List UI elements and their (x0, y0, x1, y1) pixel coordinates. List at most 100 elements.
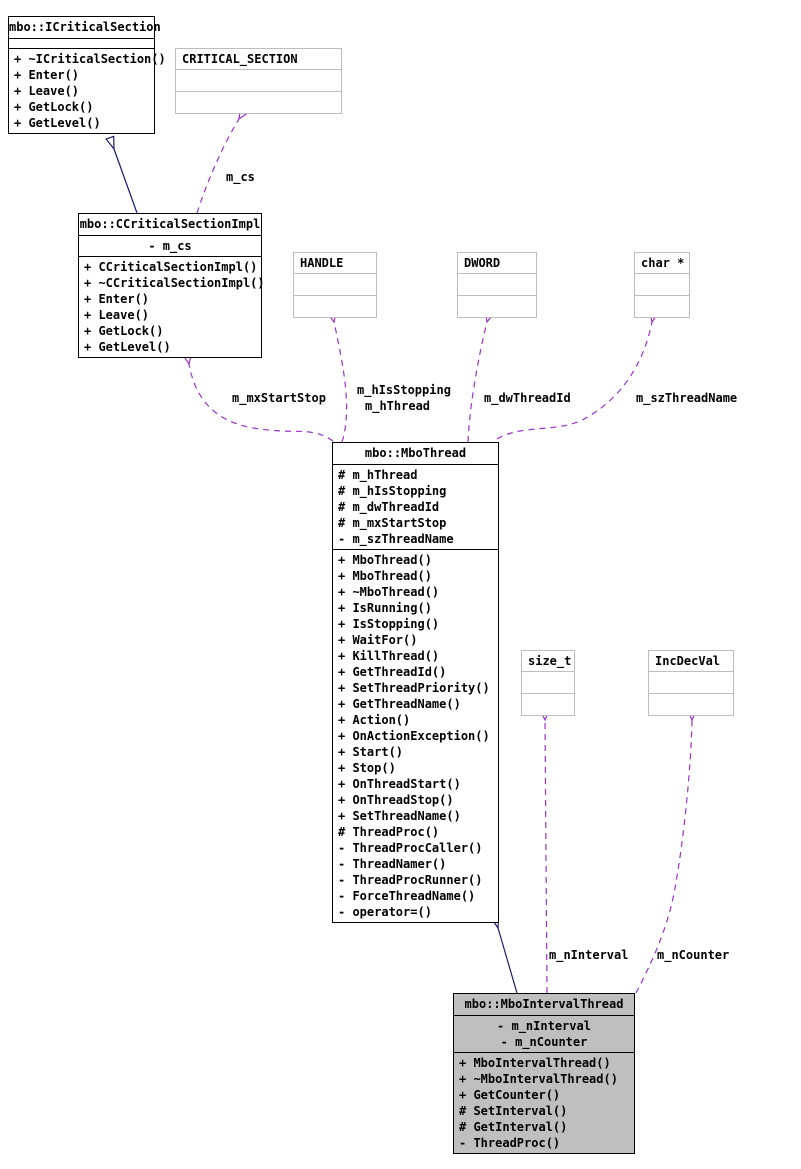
attribute: - m_nCounter (500, 1035, 588, 1049)
class-node-ccriticalsectionimpl[interactable]: mbo::CCriticalSectionImpl- m_cs+ CCritic… (78, 213, 265, 358)
method: - ThreadProcRunner() (338, 873, 483, 887)
edge-m-cs (196, 109, 248, 214)
type-node-size-t: size_t (521, 650, 575, 716)
attribute: # m_hThread (338, 468, 418, 482)
edge-label-m-szthreadname: m_szThreadName (636, 391, 738, 405)
edge-label-m-hisstopping: m_hIsStopping (357, 383, 451, 397)
method: + GetThreadId() (338, 665, 447, 679)
method: + GetLevel() (84, 340, 171, 354)
method: + MboThread() (338, 553, 432, 567)
attributes-compartment: - m_nInterval - m_nCounter (454, 1015, 634, 1052)
edge-m-ncounter (635, 710, 697, 994)
class-title: CRITICAL_SECTION (182, 52, 298, 66)
empty-compartment (458, 295, 536, 317)
class-title: mbo::ICriticalSection (9, 20, 161, 34)
method: - ThreadProc() (459, 1136, 561, 1150)
class-title: mbo::CCriticalSectionImpl (79, 217, 261, 231)
method: + Start() (338, 745, 404, 759)
method: - operator=() (338, 905, 432, 919)
empty-compartment (649, 671, 733, 693)
method: + KillThread() (338, 649, 440, 663)
type-node-critical-section: CRITICAL_SECTION (175, 48, 342, 114)
class-title: mbo::MboIntervalThread (464, 997, 624, 1011)
class-node-mbothread[interactable]: mbo::MboThread# m_hThread# m_hIsStopping… (332, 442, 499, 923)
edge-label-m-cs: m_cs (226, 170, 255, 184)
method: + Leave() (84, 308, 150, 322)
empty-compartment (294, 295, 376, 317)
class-node-icriticalsection[interactable]: mbo::ICriticalSection+ ~ICriticalSection… (8, 16, 166, 134)
method: # ThreadProc() (338, 825, 440, 839)
edge-label-m-dwthreadid: m_dwThreadId (484, 391, 571, 405)
empty-compartment (522, 693, 574, 715)
class-node-mbointervalthread[interactable]: mbo::MboIntervalThread- m_nInterval- m_n… (453, 993, 635, 1154)
attribute: - m_nInterval (497, 1019, 591, 1033)
edge-label-m-mxstartstop: m_mxStartStop (232, 391, 326, 405)
method: # SetInterval() (459, 1104, 568, 1118)
class-title: IncDecVal (655, 654, 721, 668)
method: + OnActionException() (338, 729, 490, 743)
attribute: # m_dwThreadId (338, 500, 440, 514)
method: + MboIntervalThread() (459, 1056, 611, 1070)
methods-compartment: + ~ICriticalSection() + Enter() + Leave() +… (9, 48, 166, 133)
method: + OnThreadStart() (338, 777, 461, 791)
edge-inheritance-mbointervalthread-mbothread (489, 914, 518, 994)
type-node-handle: HANDLE (293, 252, 377, 318)
class-title: DWORD (464, 256, 501, 270)
method: + ~ICriticalSection() (14, 52, 166, 66)
method: # GetInterval() (459, 1120, 568, 1134)
class-title: size_t (528, 654, 572, 668)
method: + Action() (338, 713, 411, 727)
empty-compartment (522, 671, 574, 693)
method: + SetThreadPriority() (338, 681, 490, 695)
class-title: mbo::MboThread (364, 446, 467, 460)
method: + Stop() (338, 761, 396, 775)
empty-compartment (294, 273, 376, 295)
attribute: # m_mxStartStop (338, 516, 447, 530)
method: + ~MboThread() (338, 585, 440, 599)
empty-compartment (649, 693, 733, 715)
empty-compartment (635, 295, 689, 317)
method: + ~MboIntervalThread() (459, 1072, 618, 1086)
method: + OnThreadStop() (338, 793, 454, 807)
method: + Leave() (14, 84, 80, 98)
attribute: - m_szThreadName (338, 532, 454, 546)
attribute: # m_hIsStopping (338, 484, 447, 498)
method: + GetLock() (14, 100, 94, 114)
method: + IsStopping() (338, 617, 440, 631)
method: + IsRunning() (338, 601, 432, 615)
method: + GetLevel() (14, 116, 101, 130)
edge-label-m-ncounter: m_nCounter (657, 948, 730, 962)
method: - ThreadProcCaller() (338, 841, 483, 855)
class-title: HANDLE (300, 256, 344, 270)
edge-m-ninterval (540, 710, 550, 994)
attributes-compartment: - m_cs (79, 235, 261, 256)
method: + GetThreadName() (338, 697, 461, 711)
method: + GetLock() (84, 324, 164, 338)
edge-label-m-ninterval: m_nInterval (549, 948, 629, 962)
methods-compartment: + CCriticalSectionImpl() + ~CCriticalSect… (79, 256, 265, 357)
method: + Enter() (84, 292, 150, 306)
methods-compartment: + MboIntervalThread() + ~MboIntervalThrea… (454, 1052, 634, 1153)
method: + SetThreadName() (338, 809, 461, 823)
edge-m-histopping-m-hthread (327, 312, 348, 443)
method: + WaitFor() (338, 633, 418, 647)
type-node-dword: DWORD (457, 252, 537, 318)
method: - ForceThreadName() (338, 889, 476, 903)
attribute: - m_cs (148, 239, 192, 253)
method: + GetCounter() (459, 1088, 561, 1102)
class-title: char * (641, 256, 685, 270)
type-node-char-ptr: char * (634, 252, 690, 318)
method: + MboThread() (338, 569, 432, 583)
attributes-compartment: # m_hThread # m_hIsStopping # m_dwThreadId… (333, 464, 498, 549)
edge-inheritance-ccriticalsectionimpl-icriticalsection (105, 135, 138, 214)
method: + Enter() (14, 68, 80, 82)
edge-m-dwthreadid (467, 312, 494, 443)
method: + ~CCriticalSectionImpl() (84, 276, 265, 290)
method: + CCriticalSectionImpl() (84, 260, 258, 274)
empty-compartment (458, 273, 536, 295)
edge-m-szthreadname (496, 312, 659, 440)
attributes-compartment (9, 38, 154, 48)
methods-compartment: + MboThread() + MboThread() + ~MboThread()… (333, 549, 498, 922)
